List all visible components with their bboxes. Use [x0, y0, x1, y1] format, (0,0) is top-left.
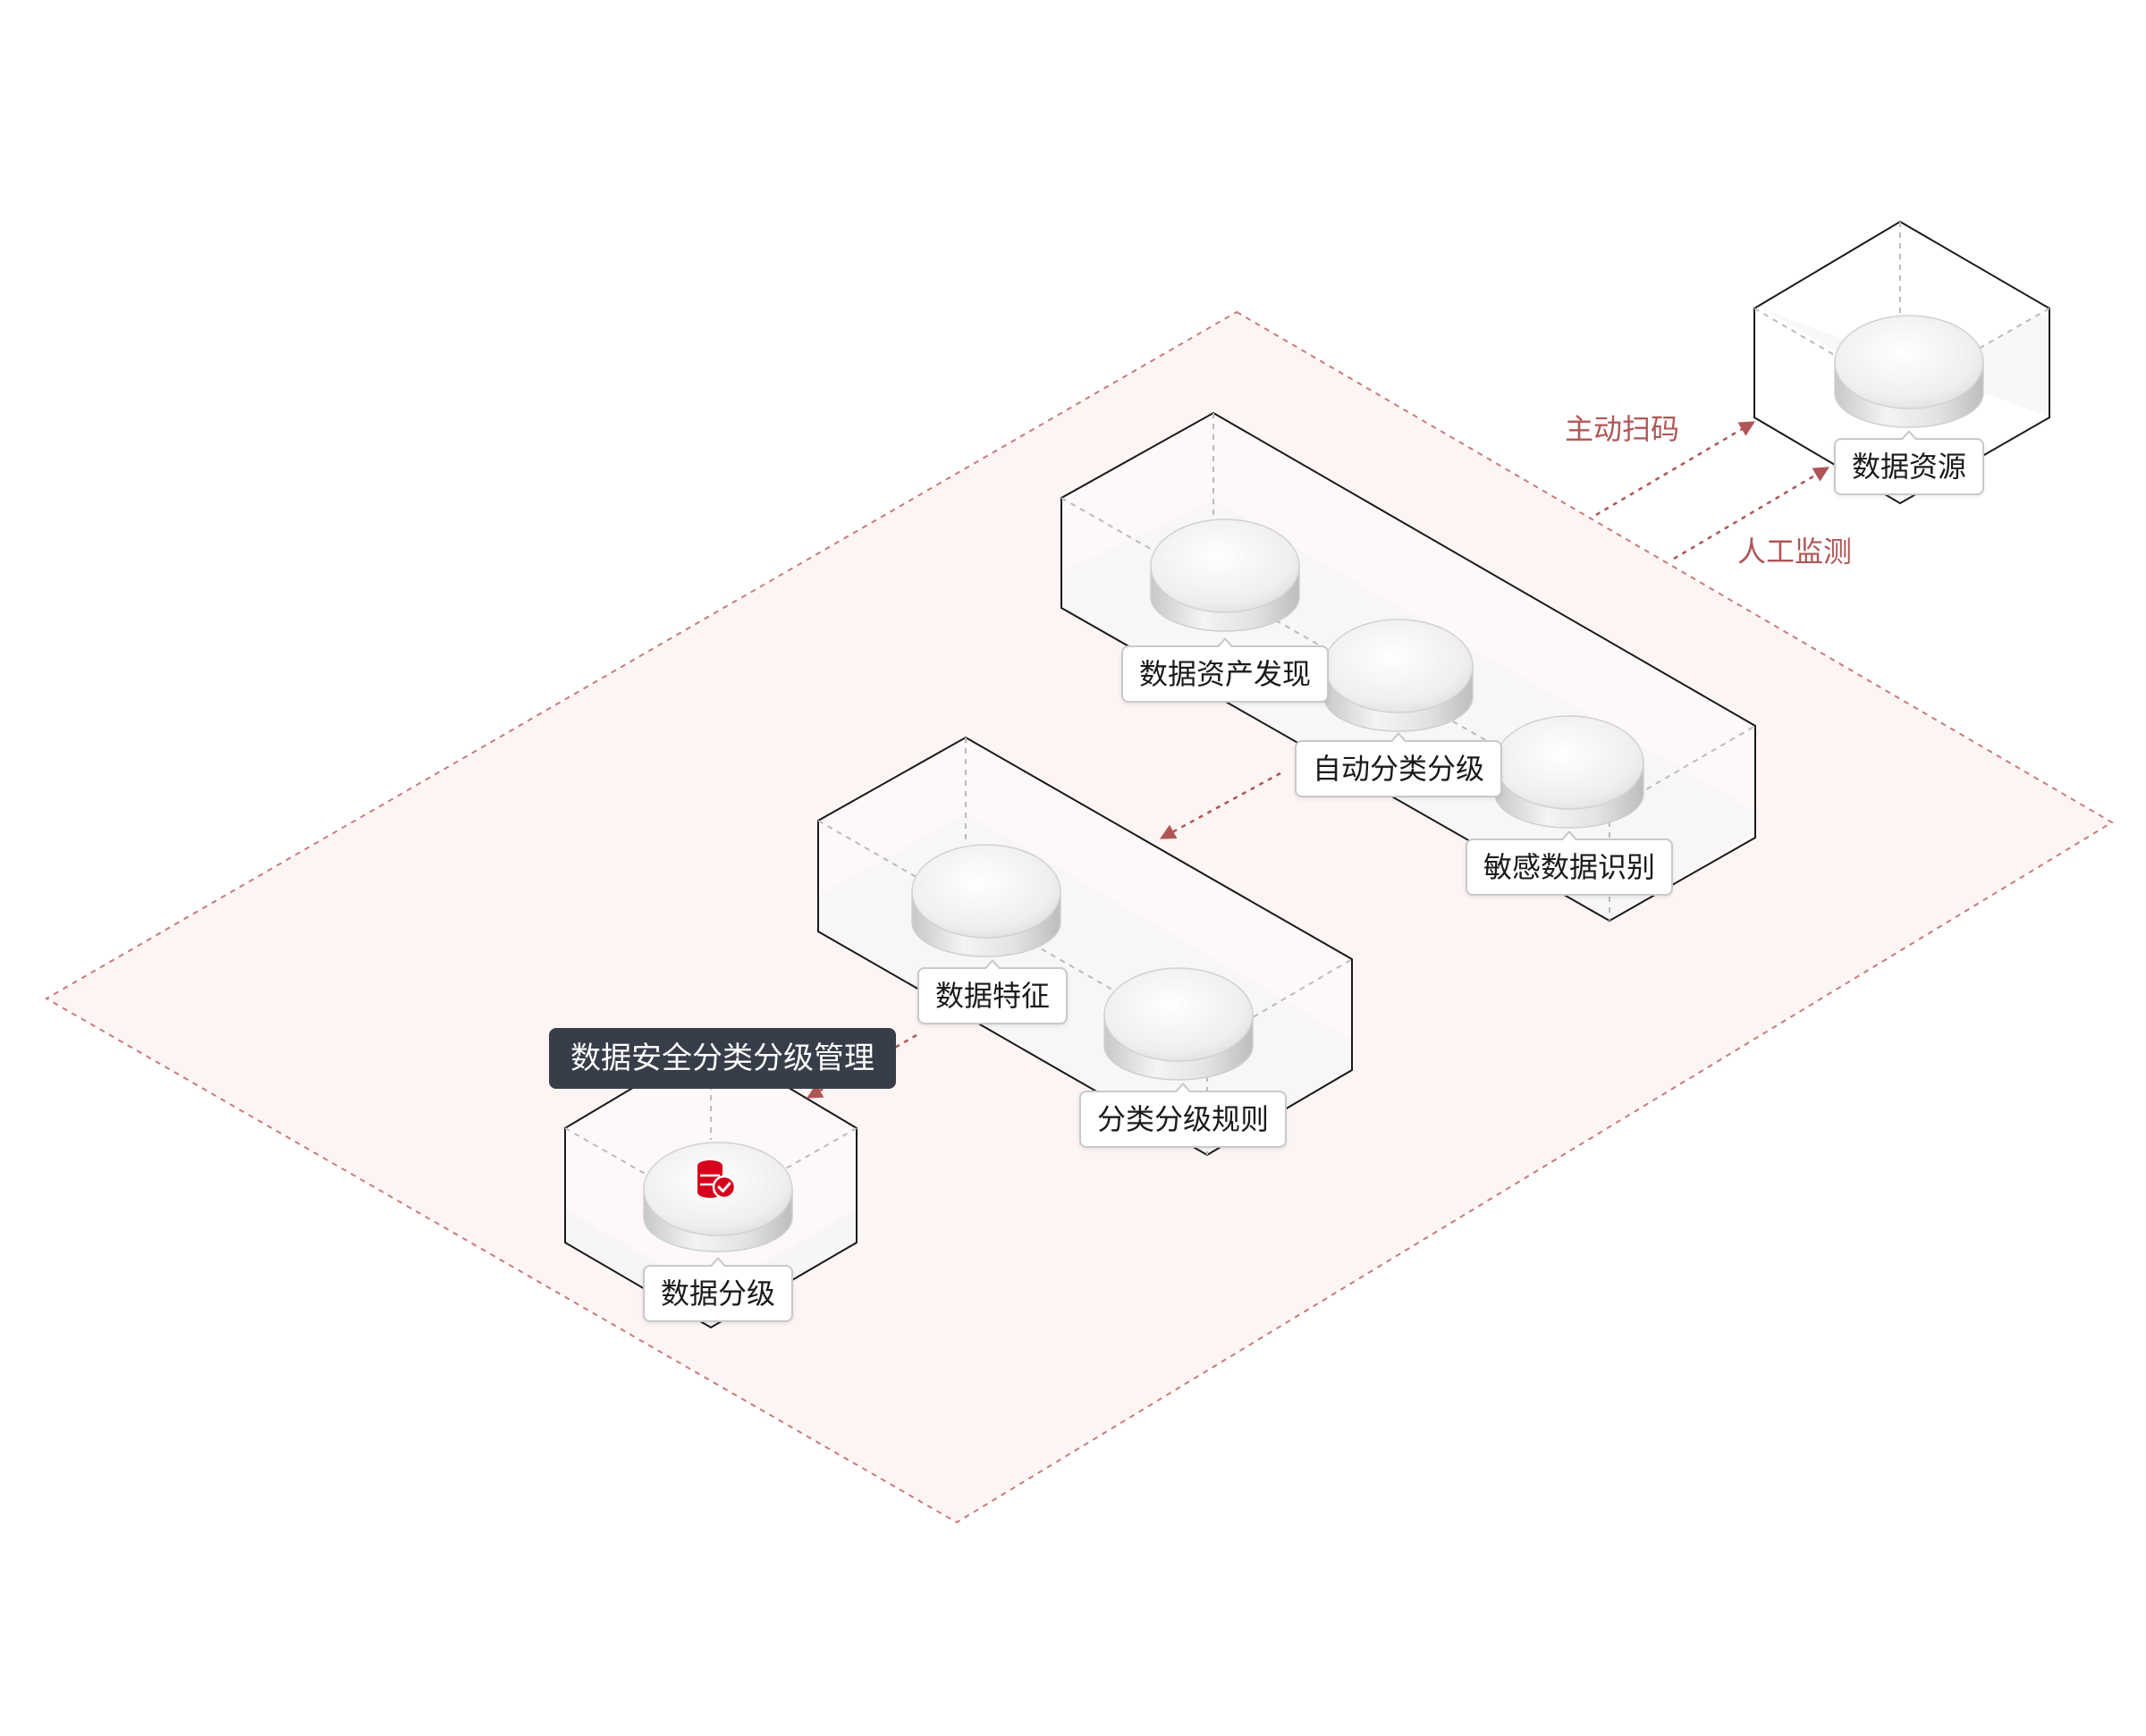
sensitive-detect-cylinder: [1494, 715, 1644, 829]
classify-rules-cylinder: [1103, 967, 1254, 1081]
data-grading-label: 数据分级: [642, 1257, 794, 1322]
asset-discovery-label: 数据资产发现: [1120, 637, 1330, 703]
asset-discovery-cylinder: [1150, 518, 1300, 632]
active-scan-caption: 主动扫码: [1565, 412, 1680, 446]
data-feature-label: 数据特征: [917, 959, 1069, 1024]
manual-monitor-caption: 人工监测: [1737, 535, 1853, 569]
data-resource-cylinder: [1834, 315, 1984, 428]
data-resource-label: 数据资源: [1833, 430, 1985, 495]
panel-title: 数据安全分类分级管理: [549, 1028, 896, 1089]
data-feature-cylinder: [911, 844, 1061, 957]
active-scan-arrow: [1595, 421, 1756, 517]
classify-to-rules-arrow: [1159, 771, 1281, 839]
sensitive-detect-label: 敏感数据识别: [1465, 830, 1674, 896]
manual-monitor-arrow: [1673, 467, 1830, 560]
classify-rules-label: 分类分级规则: [1078, 1083, 1288, 1148]
auto-classify-label: 自动分类分级: [1294, 732, 1503, 797]
auto-classify-cylinder: [1323, 619, 1474, 732]
database-check-icon: [697, 1160, 737, 1200]
